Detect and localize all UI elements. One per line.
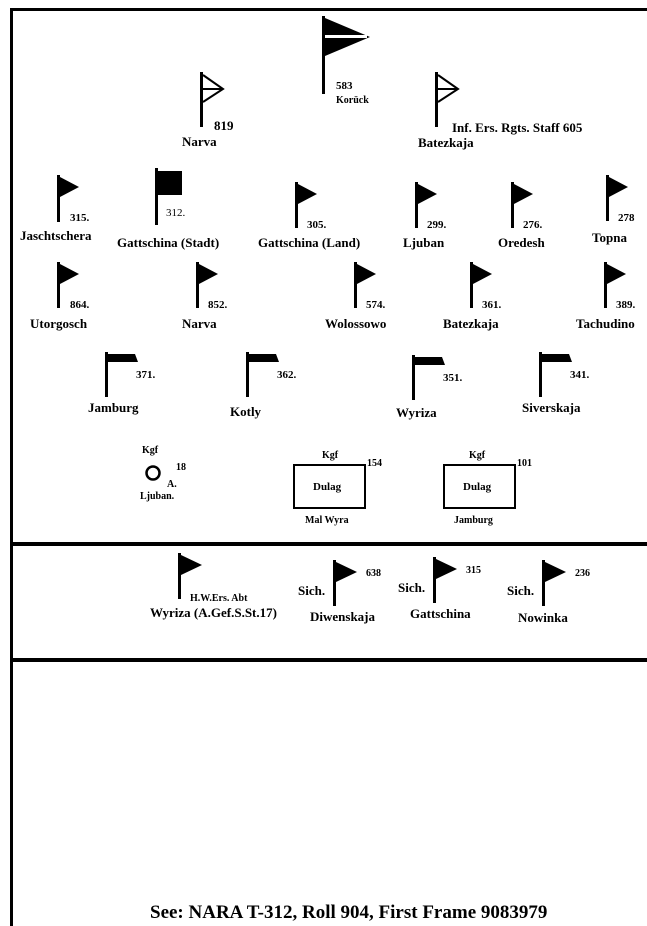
unit-341-place: Siverskaja <box>522 400 581 415</box>
unit-362-flag-icon <box>246 352 279 397</box>
unit-276-number: 276. <box>523 219 543 231</box>
unit-278-number: 278 <box>618 212 635 224</box>
unit-299-place: Ljuban <box>403 235 445 250</box>
sich-638-prefix: Sich. <box>298 583 326 598</box>
korueck-flag-icon <box>322 16 370 94</box>
unit-299-flag-icon <box>415 182 437 228</box>
unit-351-number: 351. <box>443 372 463 384</box>
staff-819-flag-icon <box>200 72 225 127</box>
pow-circle-kgf: Kgf <box>142 445 159 456</box>
sich-638-flag-icon <box>333 560 357 606</box>
unit-341-number: 341. <box>570 369 590 381</box>
unit-371-place: Jamburg <box>88 400 139 415</box>
unit-305-number: 305. <box>307 219 327 231</box>
unit-371-number: 371. <box>136 369 156 381</box>
unit-315-place: Jaschtschera <box>20 228 92 243</box>
dulag-101-label: Dulag <box>463 481 492 493</box>
frame-border-top <box>10 8 647 11</box>
sich-315-place: Gattschina <box>410 606 471 621</box>
unit-341-flag-icon <box>539 352 572 397</box>
unit-351-place: Wyriza <box>396 405 437 420</box>
sich-315-number: 315 <box>466 565 481 576</box>
hw-ers-abt-label: H.W.Ers. Abt <box>190 593 248 604</box>
unit-278-place: Topna <box>592 230 627 245</box>
unit-276-place: Oredesh <box>498 235 545 250</box>
unit-299-number: 299. <box>427 219 447 231</box>
dulag-154-label: Dulag <box>313 481 342 493</box>
unit-361-place: Batezkaja <box>443 316 499 331</box>
section-divider-2 <box>10 658 647 662</box>
frame-border-left <box>10 8 13 926</box>
unit-312-place: Gattschina (Stadt) <box>117 235 220 250</box>
unit-362-place: Kotly <box>230 404 262 419</box>
sich-236-prefix: Sich. <box>507 583 535 598</box>
unit-574-number: 574. <box>366 299 386 311</box>
hw-ers-abt-place: Wyriza (A.Gef.S.St.17) <box>150 605 277 620</box>
unit-315-number: 315. <box>70 212 90 224</box>
dulag-154-box <box>293 464 366 509</box>
sich-236-flag-icon <box>542 560 566 606</box>
unit-278-flag-icon <box>606 175 628 221</box>
unit-371-flag-icon <box>105 352 138 397</box>
unit-389-number: 389. <box>616 299 636 311</box>
sich-236-place: Nowinka <box>518 610 568 625</box>
unit-312-flag-icon <box>155 168 182 225</box>
unit-315-flag-icon <box>57 175 79 222</box>
unit-852-number: 852. <box>208 299 228 311</box>
unit-574-place: Wolossowo <box>325 316 387 331</box>
sich-638-number: 638 <box>366 568 381 579</box>
dulag-101-place: Jamburg <box>454 515 493 526</box>
pow-camp-circle-icon <box>145 465 161 481</box>
staff-819-place: Narva <box>182 134 217 149</box>
pow-circle-number: 18 <box>176 462 186 473</box>
unit-852-place: Narva <box>182 316 217 331</box>
pow-circle-place: Ljuban. <box>140 491 175 502</box>
unit-276-flag-icon <box>511 182 533 228</box>
dulag-101-box <box>443 464 516 509</box>
hw-ers-abt-flag-icon <box>178 553 202 599</box>
unit-864-number: 864. <box>70 299 90 311</box>
korueck-number: 583 <box>336 80 353 92</box>
unit-351-flag-icon <box>412 355 445 400</box>
unit-852-flag-icon <box>196 262 218 308</box>
unit-864-flag-icon <box>57 262 79 308</box>
sich-315-flag-icon <box>433 557 457 603</box>
dulag-101-number: 101 <box>517 458 532 469</box>
unit-389-place: Tachudino <box>576 316 635 331</box>
unit-361-flag-icon <box>470 262 492 308</box>
dulag-154-number: 154 <box>367 458 382 469</box>
source-footer: See: NARA T-312, Roll 904, First Frame 9… <box>150 902 548 923</box>
section-divider-1 <box>10 542 647 546</box>
unit-864-place: Utorgosch <box>30 316 88 331</box>
dulag-154-place: Mal Wyra <box>305 515 349 526</box>
staff-605-flag-icon <box>435 72 460 127</box>
unit-362-number: 362. <box>277 369 297 381</box>
staff-605-place: Batezkaja <box>418 135 474 150</box>
unit-389-flag-icon <box>604 262 626 308</box>
sich-638-place: Diwenskaja <box>310 609 376 624</box>
staff-605-number: Inf. Ers. Rgts. Staff 605 <box>452 120 583 135</box>
korueck-label: Korück <box>336 95 369 106</box>
unit-305-flag-icon <box>295 182 317 228</box>
unit-312-number: 312. <box>166 207 186 219</box>
sich-315-prefix: Sich. <box>398 580 426 595</box>
unit-305-place: Gattschina (Land) <box>258 235 361 250</box>
unit-361-number: 361. <box>482 299 502 311</box>
pow-circle-a: A. <box>167 479 177 490</box>
sich-236-number: 236 <box>575 568 590 579</box>
unit-574-flag-icon <box>354 262 376 308</box>
staff-819-number: 819 <box>214 118 234 133</box>
dulag-101-kgf: Kgf <box>469 450 486 461</box>
dulag-154-kgf: Kgf <box>322 450 339 461</box>
